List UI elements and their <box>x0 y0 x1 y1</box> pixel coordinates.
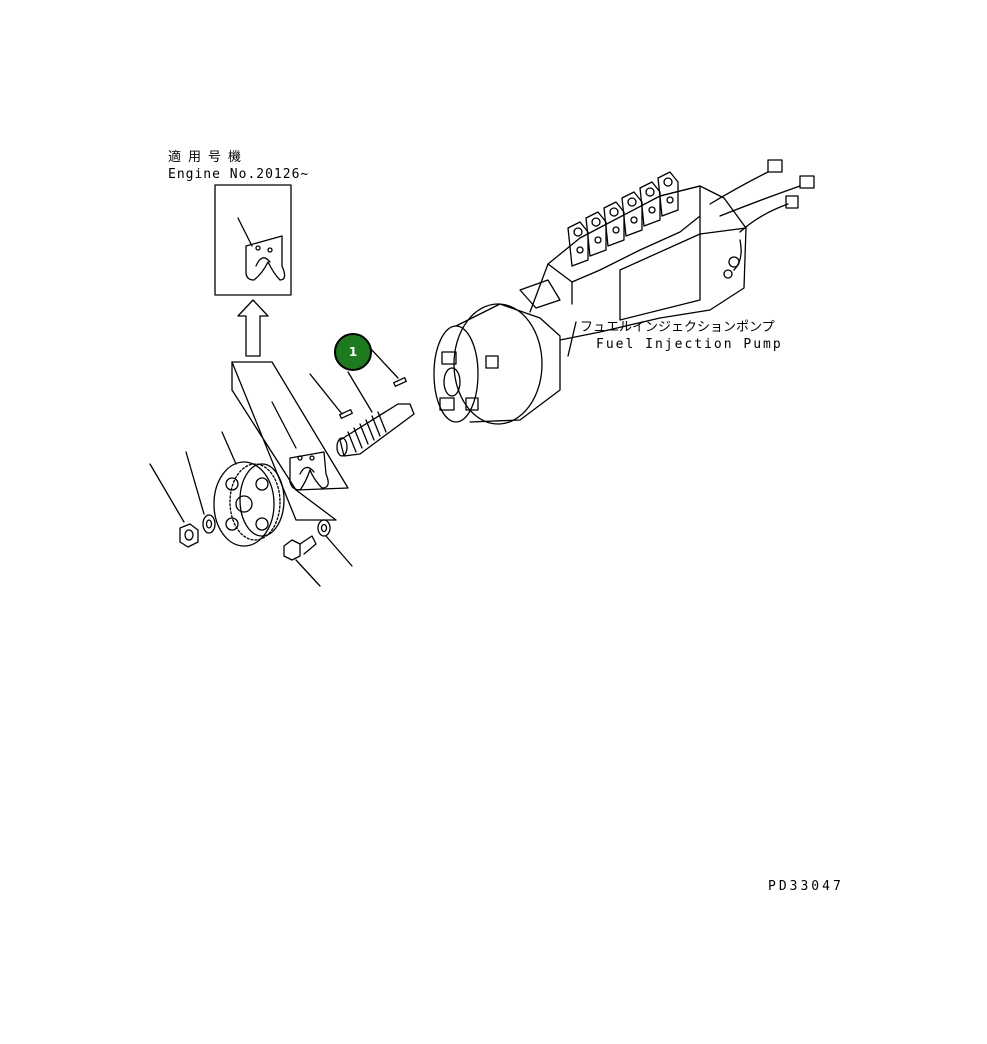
drawing-code: PD33047 <box>768 879 844 894</box>
applicable-engine-label-jp: 適用号機 <box>168 150 249 165</box>
pump-wiring <box>709 159 815 279</box>
pump-gear <box>213 431 285 547</box>
inset-box <box>214 184 292 296</box>
pump-plungers <box>567 171 679 267</box>
nut-and-washer <box>149 451 216 548</box>
part-callout-1-number: 1 <box>348 345 358 359</box>
bolt-and-lock-washer <box>283 519 353 587</box>
engine-number-label: Engine No.20126~ <box>168 167 310 182</box>
part-callout-1[interactable]: 1 <box>334 333 372 371</box>
fuel-injection-pump-label-jp: フュエルインジェクションポンプ <box>580 320 775 335</box>
fuel-injection-pump <box>433 159 815 425</box>
fuel-injection-pump-label-en: Fuel Injection Pump <box>596 337 783 352</box>
bracket-plate <box>231 361 349 521</box>
drive-shaft <box>309 347 415 457</box>
up-arrow <box>237 299 269 357</box>
